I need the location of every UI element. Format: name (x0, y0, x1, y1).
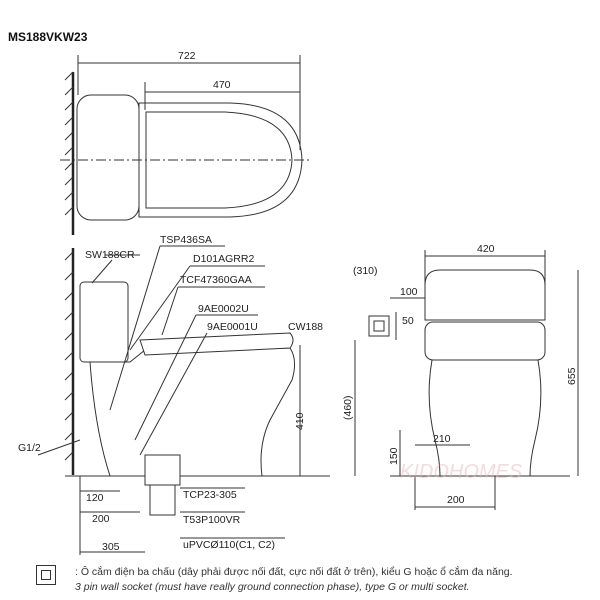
label-9ae0002u: 9AE0002U (198, 303, 249, 315)
dim-120: 120 (86, 492, 104, 504)
dim-722: 722 (178, 50, 196, 62)
dim-200-front: 200 (447, 494, 465, 506)
wall-socket-icon (36, 565, 56, 585)
label-tsp436sa: TSP436SA (160, 234, 212, 246)
dim-460: (460) (342, 395, 354, 420)
part-upvc: uPVCØ110(C1, C2) (183, 539, 275, 551)
dim-310: (310) (353, 265, 378, 277)
label-cw188: CW188 (288, 321, 323, 333)
watermark: KIDOHOMES (400, 461, 523, 483)
dim-655: 655 (566, 367, 578, 385)
dim-100: 100 (400, 286, 418, 298)
label-sw188cr: SW188CR (85, 249, 135, 261)
dim-g12: G1/2 (18, 442, 41, 454)
dim-200: 200 (92, 513, 110, 525)
dim-410: 410 (294, 412, 306, 430)
label-tcf47360gaa: TCF47360GAA (180, 274, 252, 286)
dim-210: 210 (433, 433, 451, 445)
front-view: 420 (310) 100 50 (460) 655 210 150 200 K… (342, 243, 579, 510)
dim-50: 50 (402, 315, 414, 327)
legend-vi: : Ô cắm điện ba chấu (dây phải được nối … (75, 566, 513, 578)
label-d101agrr2: D101AGRR2 (193, 253, 254, 265)
side-view: SW188CR TSP436SA D101AGRR2 TCF47360GAA 9… (18, 234, 330, 555)
dim-150: 150 (388, 447, 400, 465)
legend-en: 3 pin wall socket (must have really grou… (75, 581, 470, 593)
model-title: MS188VKW23 (8, 30, 88, 44)
dim-420: 420 (477, 243, 495, 255)
part-tcp23-305: TCP23-305 (183, 489, 237, 501)
label-9ae0001u: 9AE0001U (207, 321, 258, 333)
dim-470: 470 (213, 79, 231, 91)
dim-305: 305 (102, 541, 120, 553)
top-view: 722 470 (60, 50, 310, 235)
part-t53p100vr: T53P100VR (183, 514, 241, 526)
